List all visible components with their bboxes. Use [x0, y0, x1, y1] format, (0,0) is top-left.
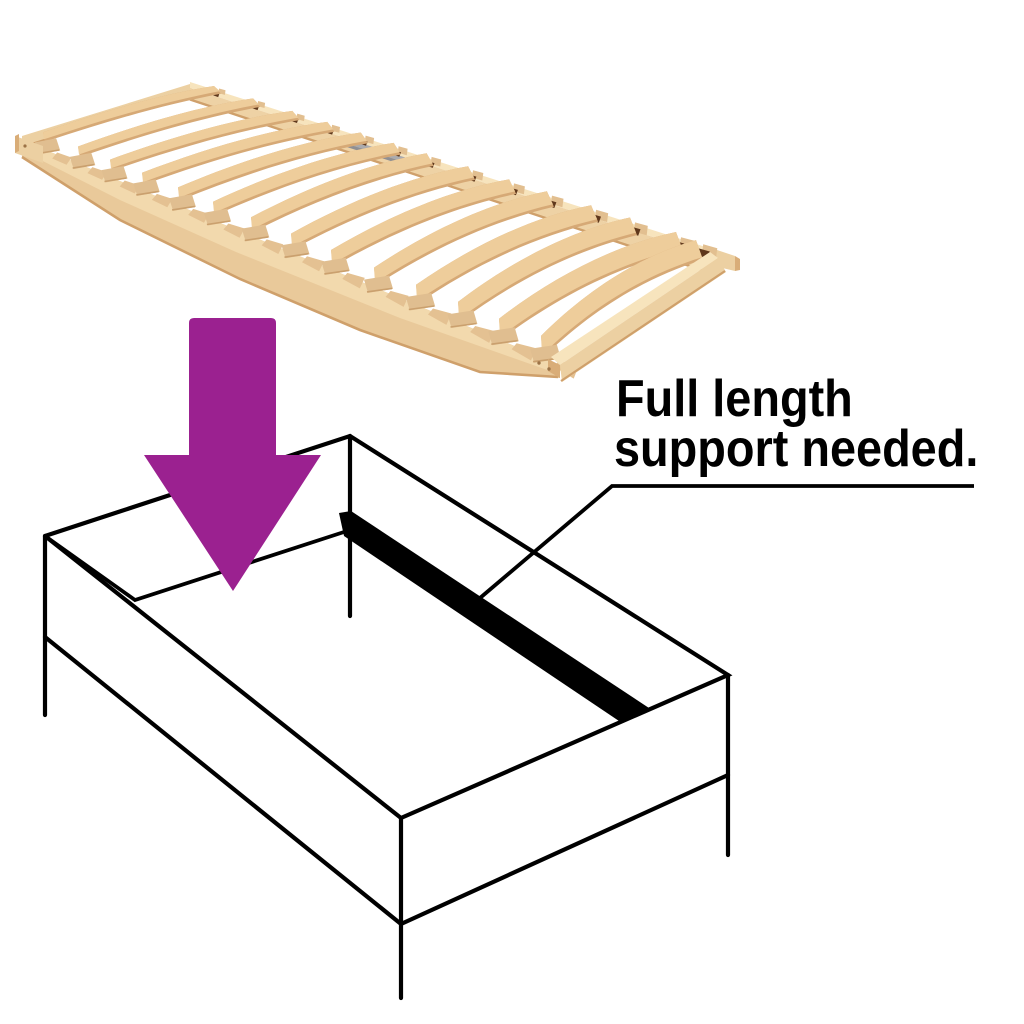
svg-text:Full length: Full length	[616, 370, 853, 428]
svg-text:support needed.: support needed.	[614, 420, 978, 478]
